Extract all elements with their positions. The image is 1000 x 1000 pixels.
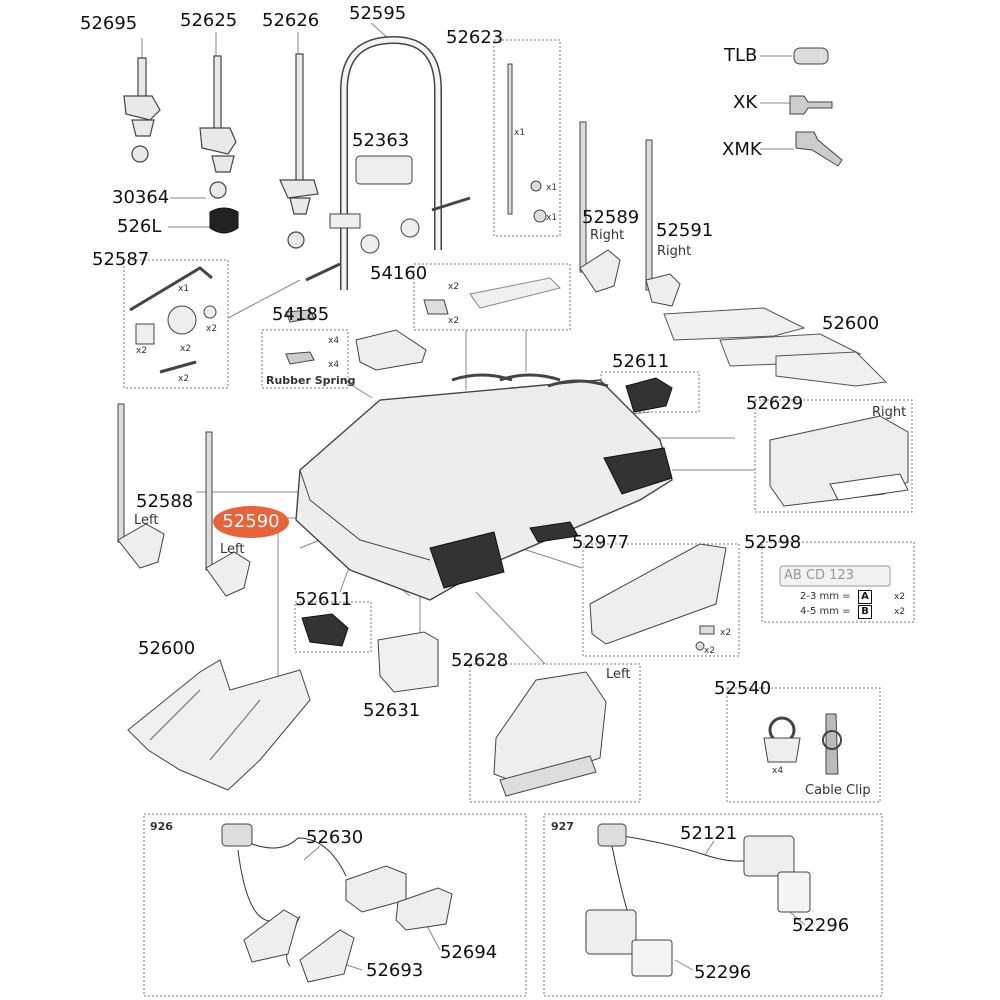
caption-set-927: 927 xyxy=(551,820,574,833)
part-label-54185[interactable]: 54185 xyxy=(272,304,330,325)
part-label-52623[interactable]: 52623 xyxy=(446,27,504,48)
plate-qty-b: x2 xyxy=(894,607,906,617)
part-label-52631[interactable]: 52631 xyxy=(363,700,421,721)
qty-x2-knob: x2 xyxy=(206,324,218,334)
qty-x2-54160-a: x2 xyxy=(448,282,460,292)
part-label-52694[interactable]: 52694 xyxy=(440,942,498,963)
part-label-52630[interactable]: 52630 xyxy=(306,827,364,848)
part-label-52590: 52590 xyxy=(222,511,280,532)
group-box-52587 xyxy=(123,259,229,389)
part-label-52625[interactable]: 52625 xyxy=(180,10,238,31)
caption-left-52628: Left xyxy=(606,667,631,682)
part-label-30364[interactable]: 30364 xyxy=(112,187,170,208)
qty-x1-wrench: x1 xyxy=(178,284,190,294)
qty-x4-54185-a: x4 xyxy=(328,336,340,346)
part-label-54160[interactable]: 54160 xyxy=(370,263,428,284)
qty-x2-54160-b: x2 xyxy=(448,316,460,326)
caption-right-52591: Right xyxy=(657,244,692,259)
plate-tag-a: A xyxy=(858,590,872,604)
part-label-52363[interactable]: 52363 xyxy=(352,130,410,151)
part-label-52693[interactable]: 52693 xyxy=(366,960,424,981)
part-label-52591[interactable]: 52591 xyxy=(656,220,714,241)
caption-left-52590: Left xyxy=(220,542,245,557)
qty-x2-52977-b: x2 xyxy=(704,646,716,656)
part-label-52600-bottom[interactable]: 52600 xyxy=(138,638,196,659)
qty-x2-washer: x2 xyxy=(180,344,192,354)
caption-rubber-spring: Rubber Spring xyxy=(266,374,356,387)
part-label-52695[interactable]: 52695 xyxy=(80,13,138,34)
part-label-52121[interactable]: 52121 xyxy=(680,823,738,844)
qty-x4-54185-b: x4 xyxy=(328,360,340,370)
caption-left-52588: Left xyxy=(134,513,159,528)
part-label-52629[interactable]: 52629 xyxy=(746,393,804,414)
plate-row-a: 2-3 mm = xyxy=(800,591,851,602)
part-label-52296-b[interactable]: 52296 xyxy=(694,962,752,983)
part-label-tlb[interactable]: TLB xyxy=(724,45,758,66)
part-label-52626[interactable]: 52626 xyxy=(262,10,320,31)
qty-x1-nut: x1 xyxy=(546,183,558,193)
part-label-52540[interactable]: 52540 xyxy=(714,678,772,699)
caption-cable-clip: Cable Clip xyxy=(805,783,871,798)
part-label-52587[interactable]: 52587 xyxy=(92,249,150,270)
part-label-52611-top[interactable]: 52611 xyxy=(612,351,670,372)
qty-x2-bolt: x2 xyxy=(178,374,190,384)
group-box-927 xyxy=(543,813,883,997)
part-label-52598[interactable]: 52598 xyxy=(744,532,802,553)
part-label-52595[interactable]: 52595 xyxy=(349,3,407,24)
group-box-52629 xyxy=(754,399,913,513)
part-label-52588[interactable]: 52588 xyxy=(136,491,194,512)
part-label-52600-top[interactable]: 52600 xyxy=(822,313,880,334)
group-box-54160 xyxy=(413,263,571,331)
part-label-526l[interactable]: 526L xyxy=(117,216,162,237)
plate-row-b: 4-5 mm = xyxy=(800,606,851,617)
plate-tag-b: B xyxy=(858,605,872,619)
group-box-926 xyxy=(143,813,527,997)
group-box-52611-bottom xyxy=(294,601,372,653)
part-label-52628[interactable]: 52628 xyxy=(451,650,509,671)
part-label-52590-highlight[interactable]: 52590 xyxy=(213,506,289,538)
part-label-52611-bottom[interactable]: 52611 xyxy=(295,589,353,610)
part-label-xk[interactable]: XK xyxy=(733,92,758,113)
caption-right-52629: Right xyxy=(872,405,907,420)
part-label-52977[interactable]: 52977 xyxy=(572,532,630,553)
caption-set-926: 926 xyxy=(150,820,173,833)
qty-x2-52977-a: x2 xyxy=(720,628,732,638)
group-box-52540 xyxy=(726,687,881,803)
caption-right-52589: Right xyxy=(590,228,625,243)
part-label-xmk[interactable]: XMK xyxy=(722,139,762,160)
group-box-52623 xyxy=(493,39,561,237)
group-box-52628 xyxy=(469,663,641,803)
plate-text: AB CD 123 xyxy=(784,568,854,583)
plate-qty-a: x2 xyxy=(894,592,906,602)
group-box-52977 xyxy=(582,543,740,657)
part-label-52296-a[interactable]: 52296 xyxy=(792,915,850,936)
part-label-52589[interactable]: 52589 xyxy=(582,207,640,228)
qty-x4-clip: x4 xyxy=(772,766,784,776)
qty-x1-strap: x1 xyxy=(514,128,526,138)
qty-x1-screw: x1 xyxy=(546,213,558,223)
qty-x2-spacer: x2 xyxy=(136,346,148,356)
group-box-52598 xyxy=(761,541,915,623)
